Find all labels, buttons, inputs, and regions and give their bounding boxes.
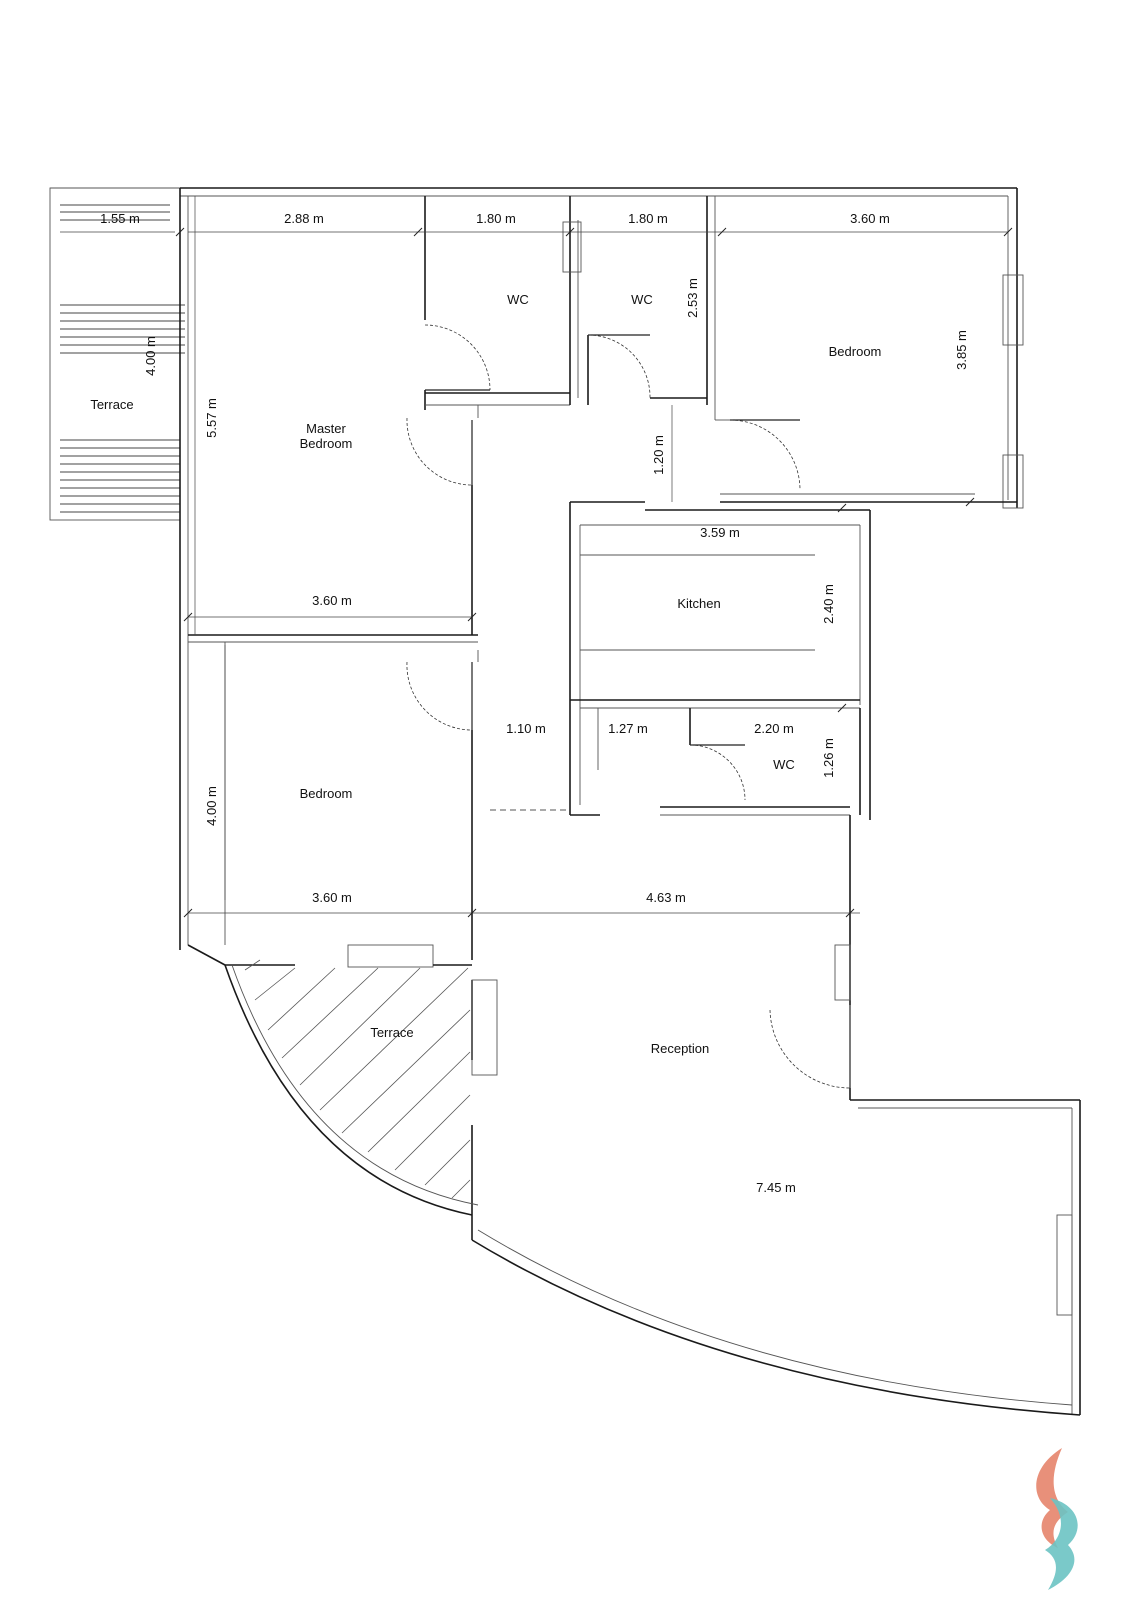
dim-reception-width: 4.63 m	[646, 890, 686, 905]
dim-wc2-width: 1.80 m	[628, 211, 668, 226]
brand-logo	[1036, 1448, 1078, 1590]
terrace-top-area	[49, 187, 185, 521]
terrace-bottom-hatch	[244, 959, 471, 1199]
dim-wc1-width: 1.80 m	[476, 211, 516, 226]
dimension-lines	[60, 196, 1013, 918]
dim-bedroom-right-width: 3.60 m	[850, 211, 890, 226]
dim-store-width: 1.27 m	[608, 721, 648, 736]
room-label-master-bedroom-1: Master	[306, 421, 346, 436]
dim-master-height: 5.57 m	[204, 398, 219, 438]
dim-bedroom-left-width: 3.60 m	[312, 890, 352, 905]
dim-master-top: 2.88 m	[284, 211, 324, 226]
room-label-wc-1: WC	[507, 292, 529, 307]
room-label-master-bedroom-2: Bedroom	[300, 436, 353, 451]
dim-bedroom-right-height: 3.85 m	[954, 330, 969, 370]
room-label-terrace-bottom: Terrace	[370, 1025, 413, 1040]
dim-master-bottom: 3.60 m	[312, 593, 352, 608]
room-label-reception: Reception	[651, 1041, 710, 1056]
dim-terrace-width: 1.55 m	[100, 211, 140, 226]
dim-wc3-width: 2.20 m	[754, 721, 794, 736]
room-label-kitchen: Kitchen	[677, 596, 720, 611]
dim-kitchen-height: 2.40 m	[821, 584, 836, 624]
terrace-stairs	[60, 204, 185, 513]
room-label-terrace-top: Terrace	[90, 397, 133, 412]
room-label-wc-2: WC	[631, 292, 653, 307]
dim-wc-height: 2.53 m	[685, 278, 700, 318]
doors	[406, 324, 851, 1089]
dim-reception-depth: 7.45 m	[756, 1180, 796, 1195]
dim-bedroom-left-height: 4.00 m	[204, 786, 219, 826]
dim-wc3-height: 1.26 m	[821, 738, 836, 778]
room-label-bedroom-right: Bedroom	[829, 344, 882, 359]
dim-kitchen-width: 3.59 m	[700, 525, 740, 540]
walls	[179, 187, 1081, 1416]
dim-corridor-top: 1.20 m	[651, 435, 666, 475]
room-label-wc-3: WC	[773, 757, 795, 772]
dim-corridor-mid: 1.10 m	[506, 721, 546, 736]
dim-terrace-height: 4.00 m	[143, 336, 158, 376]
room-label-bedroom-left: Bedroom	[300, 786, 353, 801]
